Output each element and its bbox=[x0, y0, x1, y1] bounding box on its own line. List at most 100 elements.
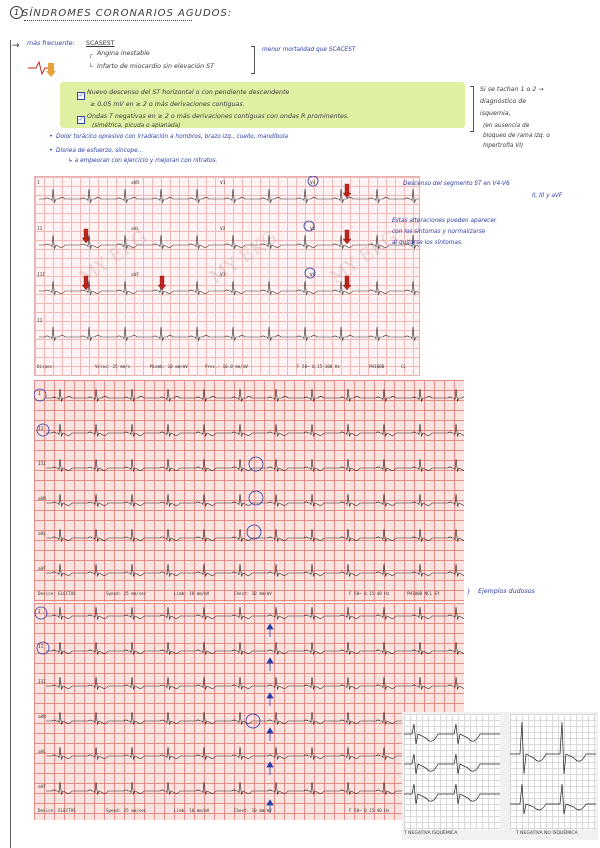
lead-label: III bbox=[38, 680, 47, 685]
ecg-strip-3: I II III aVR aVL aVF Device: ELECTOS Spe… bbox=[34, 603, 464, 820]
lead-label: V4 bbox=[310, 181, 316, 186]
lead-label: aVR bbox=[38, 497, 47, 502]
ecg-trace bbox=[46, 458, 464, 473]
ecg2-footer-device: Device: ELECTOS bbox=[38, 591, 76, 596]
lead-label: aVR bbox=[131, 181, 140, 186]
bullet-dot-1: • bbox=[49, 133, 53, 140]
tree-branch-1: ┌ bbox=[89, 52, 93, 59]
ecg-doodle-icon bbox=[28, 60, 56, 77]
ecg-trace bbox=[46, 676, 464, 691]
margin-line bbox=[10, 40, 11, 848]
arrow-up-icon bbox=[266, 692, 274, 706]
lead-label: aVF bbox=[38, 785, 47, 790]
ecg-trace bbox=[46, 528, 464, 543]
lead-label: aVL bbox=[131, 227, 140, 232]
right-note-3: isquemia, bbox=[480, 110, 511, 117]
ecg1-note-2a: Estas alteraciones pueden aparecer bbox=[392, 218, 497, 224]
ecg1-footer-speed: Veloc: 25 mm/s bbox=[95, 364, 131, 369]
ecg-trace bbox=[46, 388, 464, 403]
ecg1-footer-device: Dispos: bbox=[37, 364, 55, 369]
ecg3-footer-filter: F 50~ 0.15-40 Hz bbox=[349, 808, 390, 813]
bullet-1: Dolor torácico opresivo con irradiación … bbox=[56, 134, 289, 140]
ecg1-footer-limb: Miemb: 10 mm/mV bbox=[150, 364, 188, 369]
lead-label: V2 bbox=[220, 227, 226, 232]
lead-label: II bbox=[38, 427, 44, 432]
criterion-2-line-1: Ondas T negativas en ≥ 2 o más derivacio… bbox=[87, 113, 350, 120]
ecg1-footer-model: PH100B bbox=[369, 364, 385, 369]
bullet-2: Disnea de esfuerzo, síncope... bbox=[56, 148, 144, 154]
right-note-2: diagnóstico de bbox=[480, 98, 527, 105]
ecg-trace bbox=[46, 493, 464, 508]
intro-term: SCASEST bbox=[86, 40, 115, 47]
lead-label: aVR bbox=[38, 715, 47, 720]
arrow-up-icon bbox=[266, 623, 274, 637]
lead-label: I bbox=[38, 610, 41, 615]
ecg1-note-2b: con los síntomas y normalizarse bbox=[392, 229, 486, 235]
lead-label: V6 bbox=[310, 273, 316, 278]
lead-label: V1 bbox=[220, 181, 226, 186]
ecg3-footer-limb: Limb: 10 mm/mV bbox=[174, 808, 210, 813]
ecg1-note-2c: al quitarse los síntomas. bbox=[392, 240, 463, 246]
ecg-trace bbox=[46, 606, 464, 621]
ecg-trace bbox=[46, 563, 464, 578]
thumb-ischemic bbox=[404, 714, 500, 830]
thumb-caption-1: T NEGATIVA ISQUÉMICA bbox=[404, 831, 458, 836]
title-underline bbox=[24, 20, 192, 21]
lead-label: II bbox=[38, 645, 44, 650]
ecg2-footer-filter: F 50~ 0.15-40 Hz bbox=[349, 591, 390, 596]
right-note-1: Si se tachan 1 o 2 → bbox=[480, 86, 544, 93]
ecg3-footer-chest: Chest: 10 mm/mV bbox=[234, 808, 272, 813]
criteria-highlight bbox=[60, 82, 465, 128]
arrow-up-icon bbox=[266, 657, 274, 671]
lead-label: V3 bbox=[220, 273, 226, 278]
ecg1-annotations bbox=[81, 176, 352, 291]
lead-label: II bbox=[37, 227, 43, 232]
intro-item-1: Angina inestable bbox=[97, 50, 150, 57]
intro-side-note: menor mortalidad que SCACEST bbox=[262, 47, 356, 53]
ecg-trace bbox=[46, 641, 464, 656]
thumb-caption-2: T NEGATIVA NO ISQUÉMICA bbox=[516, 831, 578, 836]
criterion-1-line-2: ≥ 0,05 mV en ≥ 2 o más derivaciones cont… bbox=[90, 101, 245, 108]
ecg1-footer-filter: F 50~ 0.15-100 Hz bbox=[297, 364, 340, 369]
right-note-5: bloqueo de rama izq. o bbox=[483, 133, 550, 139]
arrow-down-icon bbox=[342, 229, 352, 245]
lead-label: aVL bbox=[38, 532, 47, 537]
arrow-down-icon bbox=[81, 228, 91, 244]
lead-label: III bbox=[38, 462, 47, 467]
arrow-down-icon bbox=[81, 275, 91, 291]
lead-label: aVL bbox=[38, 750, 47, 755]
ecg-trace bbox=[46, 423, 464, 438]
page-title: SÍNDROMES CORONARIOS AGUDOS: bbox=[22, 8, 233, 19]
ecg1-footer-cl: CL bbox=[401, 364, 407, 369]
intro-label: más frecuente: bbox=[27, 40, 75, 47]
ecg3-footer-device: Device: ELECTOS bbox=[38, 808, 76, 813]
ecg3-traces bbox=[34, 606, 464, 813]
bullet-dot-2: • bbox=[49, 147, 53, 154]
lead-label: aVF bbox=[131, 273, 140, 278]
lead-label: I bbox=[38, 392, 41, 397]
ecg2-footer-speed: Speed: 25 mm/sec bbox=[106, 591, 147, 596]
criterion-2-line-2: (simétrica, picuda o aplanada) bbox=[92, 123, 181, 129]
ecg1-footer-chest: Prec.: 10.0 mm/mV bbox=[205, 364, 248, 369]
ecg2-side-label: Ejemplos dudosos bbox=[478, 588, 535, 595]
lead-label: I bbox=[37, 181, 40, 186]
tree-branch-2: └ bbox=[89, 64, 93, 71]
ecg-strip-2: I II III aVR aVL aVF Device: ELECTOS Spe… bbox=[34, 380, 464, 602]
brace-icon: } bbox=[467, 589, 471, 595]
section-number: 1 bbox=[10, 6, 23, 19]
ecg1-note-1a: Descenso del segmento ST en V4-V6 bbox=[403, 181, 510, 187]
lead-label: aVF bbox=[38, 567, 47, 572]
arrow-down-icon bbox=[342, 183, 352, 199]
ecg2-footer-model: PH100B NCL EY bbox=[407, 591, 440, 596]
bullet-3: ↳ a empeoran con ejercicio y mejoran con… bbox=[68, 158, 218, 164]
ecg1-note-1b: II, III y aVF bbox=[532, 193, 563, 199]
arrow-down-icon bbox=[342, 275, 352, 291]
ecg2-traces bbox=[34, 388, 464, 578]
checkbox-criterion-1: ✓ bbox=[77, 92, 85, 100]
intro-item-2: Infarto de miocardio sin elevación ST bbox=[97, 63, 214, 70]
arrow-up-icon bbox=[266, 761, 274, 775]
ecg-strip-1: MY EKG MY EKG MY EKG I aVR V1 V4 II aVL … bbox=[34, 176, 420, 376]
criteria-bracket bbox=[470, 86, 474, 132]
arrow-down-icon bbox=[157, 275, 167, 291]
arrow-right-icon: → bbox=[12, 41, 20, 51]
